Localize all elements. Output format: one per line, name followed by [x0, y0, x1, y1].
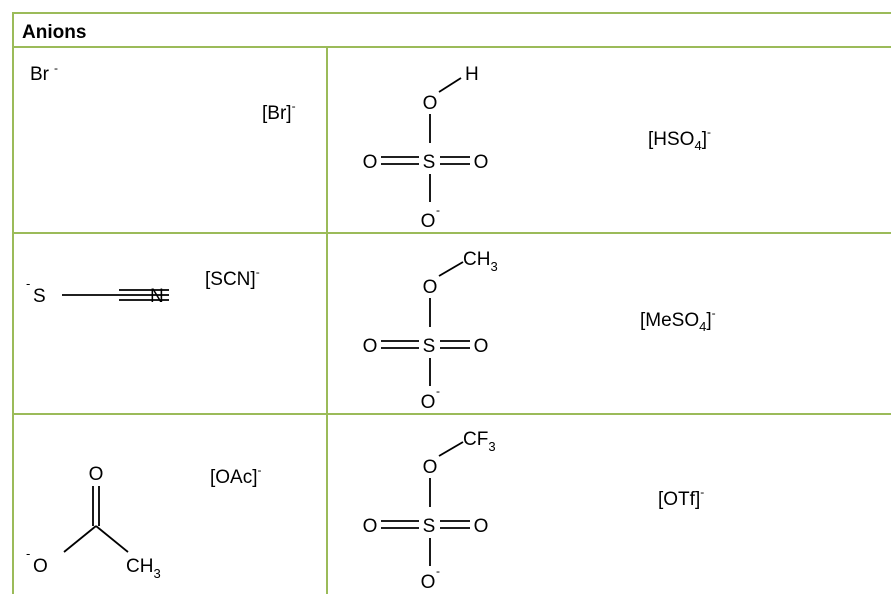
acetate-label: [OAc]-	[210, 462, 262, 490]
scn-nitrogen-text: N	[150, 286, 164, 307]
scn-label-charge: -	[255, 264, 260, 279]
otf-trifluoromethyl: CF3	[463, 429, 496, 454]
hydrogen-sulfate-structure: O H S O O O -	[363, 64, 489, 232]
methyl-sulfate-structure: O CH3 S O O O -	[363, 249, 498, 413]
triflate-structure: O CF3 S O O O -	[363, 429, 496, 593]
otf-label-base: [OTf]	[658, 489, 701, 510]
row-divider-2	[12, 413, 891, 415]
meso4-bottom-oxygen: O	[421, 392, 436, 413]
triflate-label: [OTf]-	[658, 484, 705, 512]
meso4-methyl: CH3	[463, 249, 498, 274]
hso4-hydrogen: H	[465, 64, 479, 85]
scn-charge: -	[26, 276, 30, 291]
methyl-sulfate-label: [MeSO4]-	[640, 305, 716, 334]
meso4-sulfur: S	[423, 336, 436, 357]
thiocyanate-label: [SCN]-	[205, 264, 260, 292]
hso4-o-h-bond	[438, 77, 462, 93]
meso4-label-charge: -	[711, 305, 716, 320]
meso4-label-pre: [MeSO	[640, 310, 700, 331]
otf-charge: -	[436, 564, 440, 578]
meso4-left-oxygen: O	[363, 336, 378, 357]
meso4-charge: -	[436, 384, 440, 398]
acetate-structure: O - O CH3	[26, 464, 161, 581]
hso4-top-oxygen: O	[423, 93, 438, 114]
otf-top-oxygen: O	[423, 457, 438, 478]
oac-label-charge: -	[257, 462, 262, 477]
hso4-charge: -	[436, 203, 440, 217]
table-top-border	[12, 12, 891, 14]
oac-methyl: CH3	[126, 556, 161, 581]
hso4-bottom-oxygen: O	[421, 211, 436, 232]
column-divider	[326, 46, 328, 594]
hso4-right-oxygen: O	[474, 152, 489, 173]
scn-sulfur: S	[33, 286, 46, 307]
thiocyanate-structure: - S N	[26, 276, 169, 307]
hso4-label-post: ]	[701, 129, 707, 150]
oac-anionic-oxygen: O	[33, 556, 48, 577]
bromide-label-charge: -	[291, 98, 296, 113]
meso4-top-oxygen: O	[423, 277, 438, 298]
otf-left-oxygen: O	[363, 516, 378, 537]
bromide-structure: Br -	[30, 61, 58, 85]
bromide-charge: -	[54, 61, 58, 75]
hso4-label-charge: -	[706, 124, 711, 139]
otf-bottom-oxygen: O	[421, 572, 436, 593]
bromide-atom: Br	[30, 64, 50, 85]
scn-label-base: [SCN]	[205, 269, 256, 290]
row-divider-1	[12, 232, 891, 234]
hydrogen-sulfate-label: [HSO4]-	[648, 124, 711, 153]
table-header-title: Anions	[22, 22, 87, 43]
meso4-label-post: ]	[706, 310, 712, 331]
otf-sulfur: S	[423, 516, 436, 537]
table-left-border	[12, 12, 14, 594]
scn-nitrogen-label: N	[150, 286, 164, 307]
oac-carbonyl-oxygen: O	[89, 464, 104, 485]
hso4-label-sub: 4	[694, 137, 702, 153]
header-divider	[12, 46, 891, 48]
bromide-label-base: [Br]	[262, 103, 292, 124]
bromide-label: [Br]-	[262, 98, 296, 126]
hso4-sulfur: S	[423, 152, 436, 173]
meso4-right-oxygen: O	[474, 336, 489, 357]
otf-right-oxygen: O	[474, 516, 489, 537]
oac-charge: -	[26, 546, 30, 561]
meso4-label-sub: 4	[699, 318, 707, 334]
oac-label-base: [OAc]	[210, 467, 258, 488]
hso4-label-pre: [HSO	[648, 129, 695, 150]
otf-label-charge: -	[700, 484, 705, 499]
hso4-left-oxygen: O	[363, 152, 378, 173]
